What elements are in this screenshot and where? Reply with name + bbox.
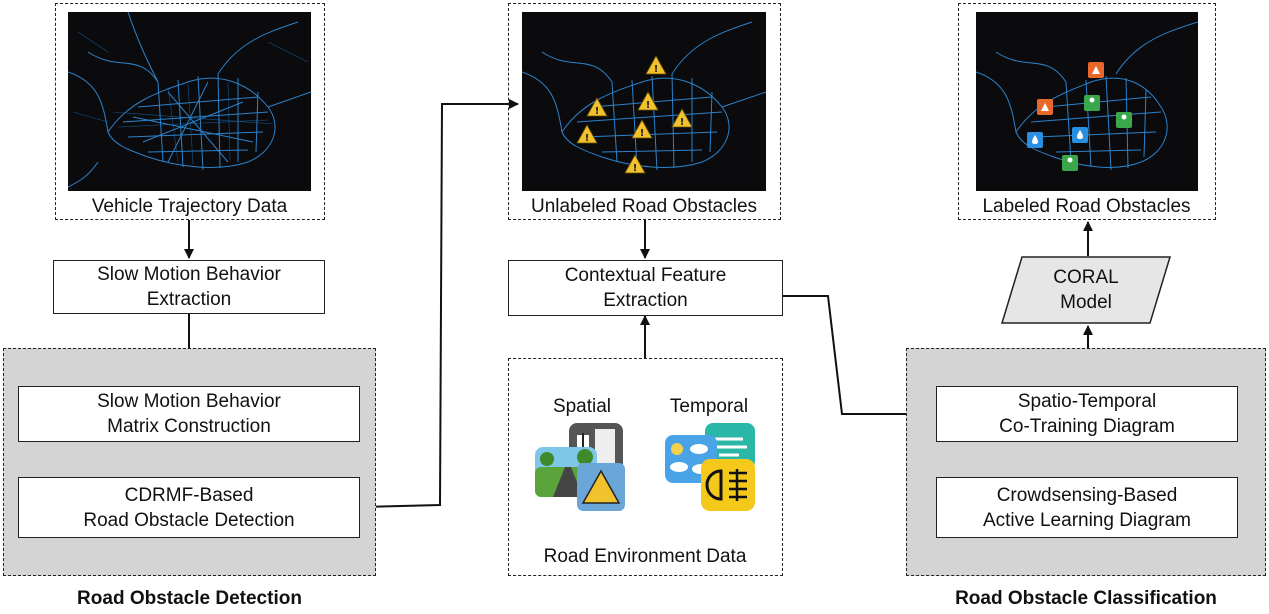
- warning-icon: [637, 91, 659, 111]
- env-caption: Road Environment Data: [543, 546, 747, 567]
- warning-icon: [631, 119, 653, 139]
- cdrmf-detection-box: CDRMF-Based Road Obstacle Detection: [18, 477, 360, 538]
- contextual-feature-box: Contextual Feature Extraction: [508, 260, 783, 316]
- slow-motion-extraction-box: Slow Motion Behavior Extraction: [53, 260, 325, 314]
- temporal-icons: [665, 423, 755, 511]
- svg-text:!: !: [654, 64, 659, 75]
- wind-icon: [705, 423, 755, 469]
- coral-line1: CORAL: [1053, 267, 1119, 288]
- temporal-label: Temporal: [669, 396, 749, 417]
- svg-text:!: !: [633, 163, 638, 174]
- svg-text:!: !: [680, 117, 685, 128]
- classification-group-label: Road Obstacle Classification: [955, 588, 1217, 609]
- coral-model-label: CORAL Model: [1010, 262, 1162, 318]
- detection-group-label: Road Obstacle Detection: [77, 588, 302, 609]
- warning-markers: [576, 55, 693, 174]
- pedestrian-marker: [1084, 95, 1100, 111]
- cotraining-line1: Spatio-Temporal: [1017, 391, 1157, 412]
- matrix-line2: Matrix Construction: [107, 416, 271, 437]
- crowdsensing-line2: Active Learning Diagram: [982, 509, 1192, 531]
- coral-model-shape: [1000, 256, 1172, 324]
- pedestrian-marker: [1116, 112, 1132, 128]
- unlabeled-obstacles-panel: !!! !!! ! Unlabeled Road Obstacles: [508, 3, 781, 220]
- coral-line2: Model: [1060, 292, 1112, 313]
- matrix-line1: Slow Motion Behavior: [97, 391, 281, 412]
- co-training-box: Spatio-Temporal Co-Training Diagram: [936, 386, 1238, 442]
- warning-icon: [576, 124, 598, 144]
- svg-text:!: !: [646, 100, 651, 111]
- crowdsensing-box: Crowdsensing-Based Active Learning Diagr…: [936, 477, 1238, 538]
- warning-icon: [624, 154, 646, 174]
- labeled-obstacles-panel: Labeled Road Obstacles: [958, 3, 1216, 220]
- trajectory-data-panel: Vehicle Trajectory Data: [55, 3, 325, 220]
- road-obstacle-classification-group: [906, 348, 1266, 576]
- road-environment-panel: Spatial Temporal: [508, 358, 783, 576]
- warning-icon: [586, 97, 608, 117]
- extraction-line2: Extraction: [146, 289, 232, 310]
- labeled-caption: Labeled Road Obstacles: [982, 196, 1191, 217]
- trajectory-map: [68, 12, 311, 191]
- labeled-map: [976, 12, 1198, 191]
- extraction-line1: Slow Motion Behavior: [97, 264, 281, 285]
- svg-text:!: !: [595, 106, 600, 117]
- svg-text:!: !: [640, 128, 645, 139]
- warning-icon: [671, 108, 693, 128]
- matrix-construction-box: Slow Motion Behavior Matrix Construction: [18, 386, 360, 442]
- traffic-sign-icon: [577, 463, 625, 511]
- arrow-detection-to-unlabeled: [359, 99, 519, 508]
- contextual-line1: Contextual Feature: [564, 265, 727, 286]
- arrow-contextual-to-cotraining: [783, 295, 935, 419]
- road-obstacle-detection-group: [3, 348, 376, 576]
- warning-icon: [645, 55, 667, 75]
- detection-line1: CDRMF-Based: [124, 484, 254, 506]
- pedestrian-marker: [1062, 155, 1078, 171]
- unlabeled-map: !!! !!! !: [522, 12, 766, 191]
- contextual-line2: Extraction: [603, 290, 688, 311]
- crowdsensing-line1: Crowdsensing-Based: [996, 484, 1178, 506]
- trajectory-caption: Vehicle Trajectory Data: [91, 196, 288, 217]
- spatial-label: Spatial: [552, 396, 612, 417]
- svg-text:!: !: [585, 133, 590, 144]
- fog-light-icon: [701, 459, 755, 511]
- detection-line2: Road Obstacle Detection: [83, 509, 295, 531]
- spatial-icons: [535, 423, 625, 511]
- cotraining-line2: Co-Training Diagram: [999, 416, 1175, 437]
- unlabeled-caption: Unlabeled Road Obstacles: [530, 196, 758, 217]
